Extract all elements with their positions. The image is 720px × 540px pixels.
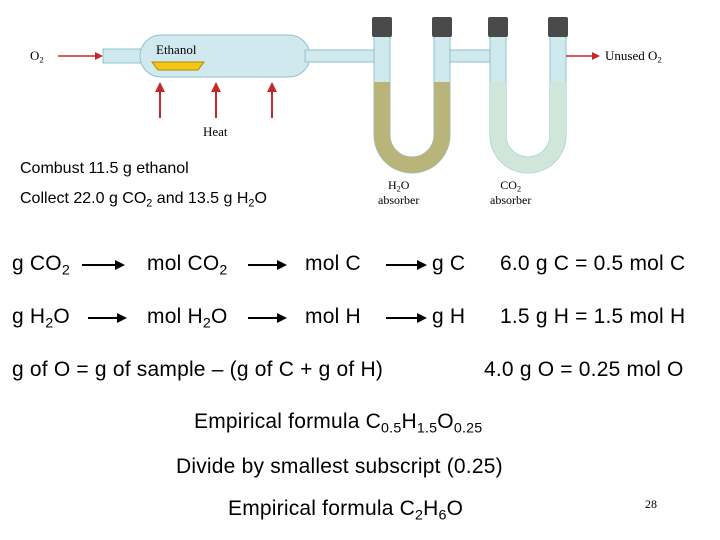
page-number: 28 [645, 497, 657, 511]
hydrogen-step-mol-h2o: mol H2O [147, 305, 228, 332]
empirical-formula-final: Empirical formula C2H6O [228, 497, 464, 524]
h2o-absorber-label: H2O absorber [378, 178, 420, 207]
carbon-arrow-3 [386, 260, 427, 270]
heat-label: Heat [203, 124, 228, 139]
carbon-step-g-co2: g CO2 [12, 252, 70, 279]
hydrogen-result: 1.5 g H = 1.5 mol H [500, 305, 686, 328]
hydrogen-step-mol-h: mol H [305, 305, 361, 328]
intro-line-2: Collect 22.0 g CO2 and 13.5 g H2O [20, 190, 267, 210]
hydrogen-step-g-h2o: g H2O [12, 305, 70, 332]
hydrogen-step-g-h: g H [432, 305, 466, 328]
oxygen-equation: g of O = g of sample – (g of C + g of H) [12, 358, 384, 381]
hydrogen-arrow-1 [88, 313, 127, 323]
co2-absorber-label: CO2 absorber [490, 178, 532, 207]
empirical-formula-fractional: Empirical formula C0.5H1.5O0.25 [194, 410, 483, 437]
carbon-result: 6.0 g C = 0.5 mol C [500, 252, 686, 275]
carbon-step-g-c: g C [432, 252, 466, 275]
o2-outlet-arrowhead [592, 52, 600, 60]
inlet-tube [102, 48, 144, 64]
divide-instruction: Divide by smallest subscript (0.25) [176, 455, 503, 478]
intro-line-1: Combust 11.5 g ethanol [20, 160, 189, 177]
ethanol-label: Ethanol [156, 42, 197, 57]
heat-arrows [155, 82, 277, 118]
o2-inlet-label: O2 [30, 48, 44, 65]
o2-inlet-arrowhead [95, 52, 103, 60]
carbon-arrow-1 [82, 260, 125, 270]
connector-tube-2 [449, 49, 491, 63]
h2o-absorber-utube [372, 17, 452, 174]
ethanol-dish [151, 61, 205, 71]
unused-o2-label: Unused O2 [605, 48, 662, 65]
oxygen-result: 4.0 g O = 0.25 mol O [484, 358, 684, 381]
carbon-step-mol-co2: mol CO2 [147, 252, 228, 279]
combustion-apparatus [58, 17, 600, 174]
hydrogen-arrow-2 [248, 313, 287, 323]
connector-tube-1 [304, 49, 376, 63]
carbon-step-mol-c: mol C [305, 252, 361, 275]
hydrogen-arrow-3 [386, 313, 427, 323]
carbon-arrow-2 [248, 260, 287, 270]
co2-absorber-utube [488, 17, 568, 174]
